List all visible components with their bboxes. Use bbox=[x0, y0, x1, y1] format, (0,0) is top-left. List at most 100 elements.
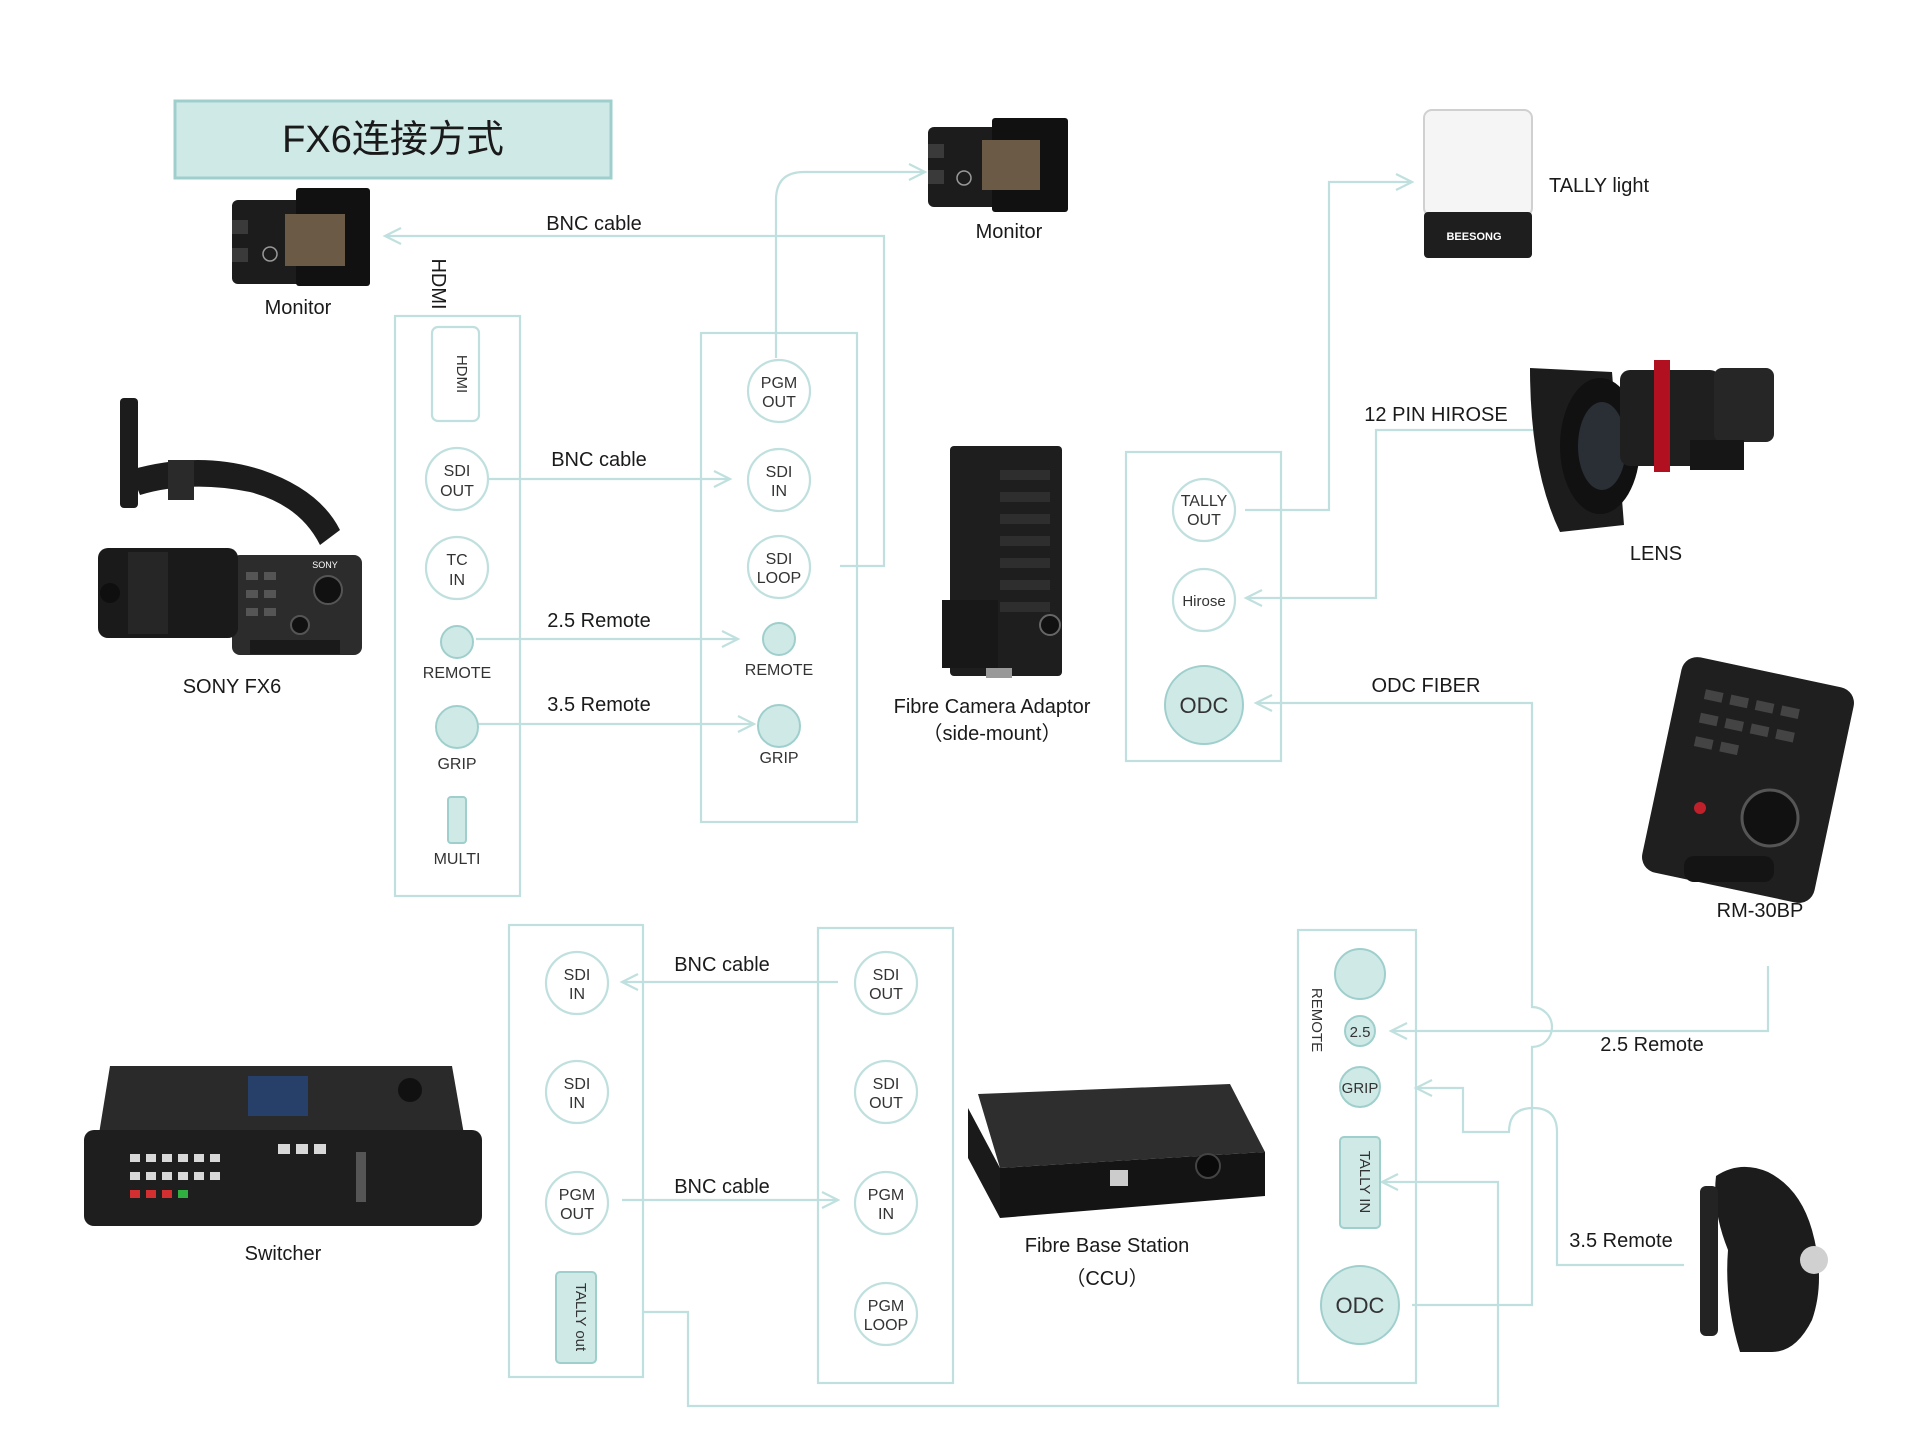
grip-icon bbox=[1700, 1166, 1828, 1352]
switcher-sdi-in-1-label-2: IN bbox=[569, 986, 585, 1003]
adaptor-panel bbox=[699, 331, 859, 824]
bnc-mid-label: BNC cable bbox=[551, 449, 647, 471]
base-station-label: Fibre Base Station bbox=[1025, 1235, 1190, 1257]
switcher-ports: SDI IN SDI IN PGM OUT TALLY out bbox=[544, 950, 610, 1364]
sdi-out-port[interactable] bbox=[424, 446, 490, 512]
line-12pin-hirose bbox=[1243, 428, 1534, 607]
bnc-bottom2-label: BNC cable bbox=[674, 1176, 770, 1198]
remote35-top-label: 3.5 Remote bbox=[547, 694, 650, 716]
adaptor-sdi-in-port[interactable] bbox=[746, 447, 812, 513]
ccu-tally-in-label: TALLY IN bbox=[1356, 1151, 1373, 1214]
grip-port-label: GRIP bbox=[437, 756, 476, 773]
fibre-adaptor-sub: （side-mount） bbox=[923, 722, 1062, 745]
sdi-out-label-1: SDI bbox=[444, 463, 471, 480]
hdmi-port[interactable] bbox=[430, 325, 481, 423]
ccu-25-label: 2.5 bbox=[1350, 1024, 1371, 1041]
ccu-pgm-loop-port[interactable] bbox=[853, 1281, 919, 1347]
ccu-remote-label: REMOTE bbox=[1308, 988, 1325, 1052]
adaptor-odc-label: ODC bbox=[1180, 693, 1229, 718]
line-tally-out bbox=[1245, 173, 1415, 512]
ccu-pgm-loop-label-2: LOOP bbox=[864, 1317, 908, 1334]
sdi-loop-port[interactable] bbox=[746, 534, 812, 600]
remote25-top-label: 2.5 Remote bbox=[547, 610, 650, 632]
adaptor-grip-port[interactable] bbox=[757, 704, 801, 748]
switcher-sdi-in-1-port[interactable] bbox=[544, 950, 610, 1016]
switcher-sdi-in-2-label-2: IN bbox=[569, 1095, 585, 1112]
ccu-remote-port[interactable] bbox=[1334, 948, 1386, 1000]
switcher-pgm-out-port[interactable] bbox=[544, 1170, 610, 1236]
switcher-tally-out-port[interactable] bbox=[555, 1271, 597, 1364]
line-odc-fiber bbox=[1253, 694, 1554, 1307]
tally-out-label-1: TALLY bbox=[1181, 493, 1228, 510]
switcher-sdi-in-2-port[interactable] bbox=[544, 1059, 610, 1125]
switcher-panel bbox=[507, 923, 645, 1379]
ccu-odc-port[interactable] bbox=[1320, 1265, 1400, 1345]
odc-fiber-label: ODC FIBER bbox=[1372, 675, 1481, 697]
monitor-left-icon bbox=[232, 188, 370, 286]
ccu-grip-port[interactable] bbox=[1339, 1066, 1381, 1108]
multi-port[interactable] bbox=[447, 796, 467, 844]
bnc-bottom1-label: BNC cable bbox=[674, 954, 770, 976]
sony-brand-text: SONY bbox=[312, 560, 338, 570]
cable-labels: BNC cable HDMI BNC cable 2.5 Remote 3.5 … bbox=[427, 213, 1704, 1252]
multi-port-label: MULTI bbox=[434, 851, 481, 868]
remote-port[interactable] bbox=[440, 625, 474, 659]
tc-in-port[interactable] bbox=[424, 535, 490, 601]
switcher-icon bbox=[84, 1066, 482, 1226]
fibre-adaptor-icon bbox=[942, 446, 1062, 678]
ccu-pgm-in-label-2: IN bbox=[878, 1206, 894, 1223]
hirose-label: Hirose bbox=[1182, 593, 1225, 610]
adaptor-ports: PGM OUT SDI IN SDI LOOP REMOTE GRIP bbox=[745, 358, 813, 767]
remote25-bottom-label: 2.5 Remote bbox=[1600, 1034, 1703, 1056]
pgm-out-label-2: OUT bbox=[762, 394, 796, 411]
monitor-top-icon bbox=[928, 118, 1068, 212]
ccu-sdi-out-1-port[interactable] bbox=[853, 950, 919, 1016]
line-pgm-out-to-monitor bbox=[774, 163, 928, 358]
tally-brand-text: BEESONG bbox=[1446, 231, 1501, 243]
ccu-sdi-out-2-label-1: SDI bbox=[873, 1076, 900, 1093]
sdi-out-label-2: OUT bbox=[440, 483, 474, 500]
ccu-25-port[interactable] bbox=[1344, 1015, 1376, 1047]
sdi-loop-label-2: LOOP bbox=[757, 570, 801, 587]
tc-in-label-2: IN bbox=[449, 572, 465, 589]
rm30bp-icon bbox=[1642, 657, 1854, 903]
line-rm30-remote bbox=[1388, 966, 1770, 1040]
tally-out-label-2: OUT bbox=[1187, 512, 1221, 529]
hirose-port[interactable] bbox=[1171, 567, 1237, 633]
remote-port-label: REMOTE bbox=[423, 665, 491, 682]
switcher-sdi-in-2-label-1: SDI bbox=[564, 1076, 591, 1093]
remote35-bottom-label: 3.5 Remote bbox=[1569, 1230, 1672, 1252]
pgm-out-label-1: PGM bbox=[761, 375, 797, 392]
ccu-tally-in-port[interactable] bbox=[1339, 1136, 1381, 1229]
camera-panel bbox=[393, 314, 522, 898]
camera-icon: SONY bbox=[98, 398, 362, 655]
tally-out-port[interactable] bbox=[1171, 477, 1237, 543]
hdmi-cable-label: HDMI bbox=[427, 258, 449, 309]
ccu-grip-label: GRIP bbox=[1342, 1080, 1379, 1097]
12pin-hirose-label: 12 PIN HIROSE bbox=[1364, 404, 1507, 426]
title-box: FX6连接方式 bbox=[173, 99, 613, 180]
ccu-pgm-loop-label-1: PGM bbox=[868, 1298, 904, 1315]
sdi-loop-label-1: SDI bbox=[766, 551, 793, 568]
adaptor-remote-port[interactable] bbox=[762, 622, 796, 656]
monitor-left-label: Monitor bbox=[265, 297, 332, 319]
ccu-side-ports: REMOTE 2.5 GRIP TALLY IN ODC bbox=[1308, 948, 1400, 1345]
adaptor-sdi-in-label-2: IN bbox=[771, 483, 787, 500]
ccu-pgm-in-port[interactable] bbox=[853, 1170, 919, 1236]
connection-lines bbox=[382, 163, 1770, 1408]
adaptor-side-ports: TALLY OUT Hirose ODC bbox=[1164, 477, 1244, 745]
ccu-sdi-out-2-port[interactable] bbox=[853, 1059, 919, 1125]
adaptor-side-panel bbox=[1124, 450, 1283, 763]
grip-port[interactable] bbox=[435, 705, 479, 749]
sony-fx6-label: SONY FX6 bbox=[183, 676, 282, 698]
adaptor-odc-port[interactable] bbox=[1164, 665, 1244, 745]
pgm-out-port[interactable] bbox=[746, 358, 812, 424]
switcher-sdi-in-1-label-1: SDI bbox=[564, 967, 591, 984]
ccu-sdi-out-2-label-2: OUT bbox=[869, 1095, 903, 1112]
ccu-ports: SDI OUT SDI OUT PGM IN PGM LOOP bbox=[853, 950, 919, 1347]
ccu-odc-label: ODC bbox=[1336, 1293, 1385, 1318]
rm30bp-label: RM-30BP bbox=[1717, 900, 1804, 922]
base-station-icon bbox=[968, 1084, 1265, 1218]
adaptor-sdi-in-label-1: SDI bbox=[766, 464, 793, 481]
